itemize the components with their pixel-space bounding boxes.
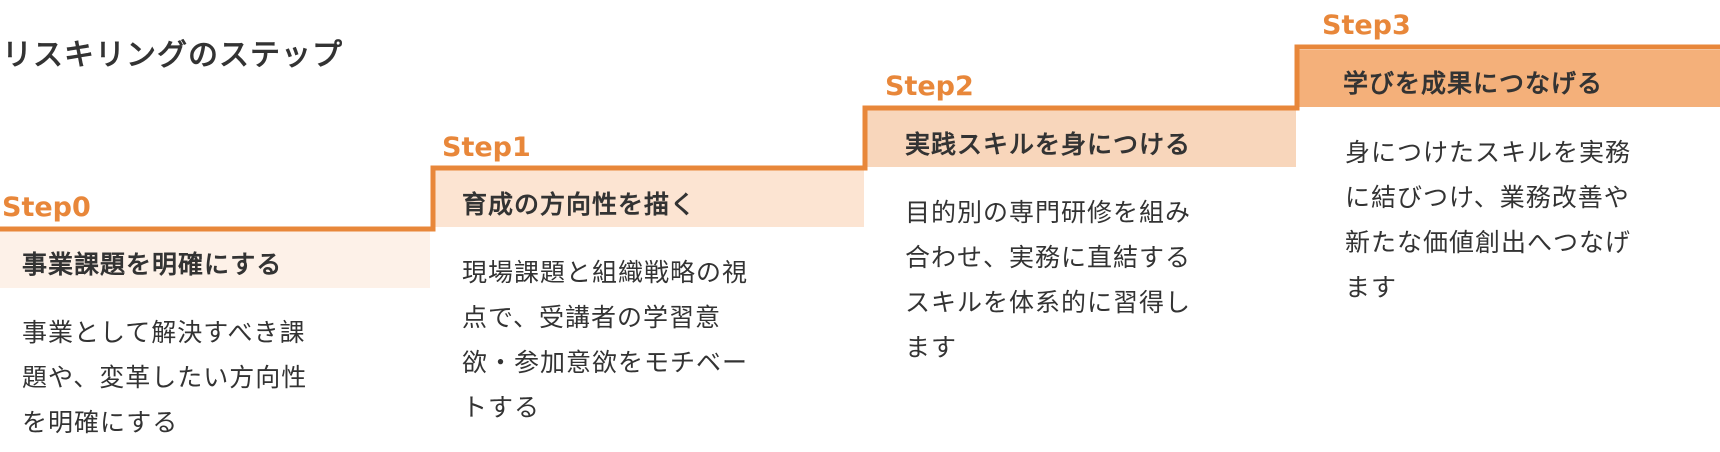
step1-description: 現場課題と組織戦略の視 点で、受講者の学習意 欲・参加意欲をモチベー トする <box>462 258 749 422</box>
step1-label: Step1 <box>442 132 531 163</box>
step0-description: 事業として解決すべき課 題や、変革したい方向性 を明確にする <box>22 318 308 437</box>
step3-heading-box <box>1295 50 1720 107</box>
page-title: リスキリングのステップ <box>2 38 343 73</box>
step3-label: Step3 <box>1322 10 1411 41</box>
step3-heading: 学びを成果につなげる <box>1343 69 1604 98</box>
step2-heading: 実践スキルを身につける <box>905 130 1192 159</box>
step2-heading-box <box>864 110 1296 167</box>
step1-heading: 育成の方向性を描く <box>462 190 697 219</box>
step2-label: Step2 <box>885 71 974 102</box>
step3-description: 身につけたスキルを実務 に結びつけ、業務改善や 新たな価値創出へつなげ ます <box>1345 138 1632 302</box>
step2-description: 目的別の専門研修を組み 合わせ、実務に直結する スキルを体系的に習得し ます <box>905 198 1192 362</box>
step1-heading-box <box>432 170 864 227</box>
step0-heading: 事業課題を明確にする <box>22 250 283 279</box>
step0-label: Step0 <box>2 192 91 223</box>
step0-heading-box <box>0 231 430 288</box>
